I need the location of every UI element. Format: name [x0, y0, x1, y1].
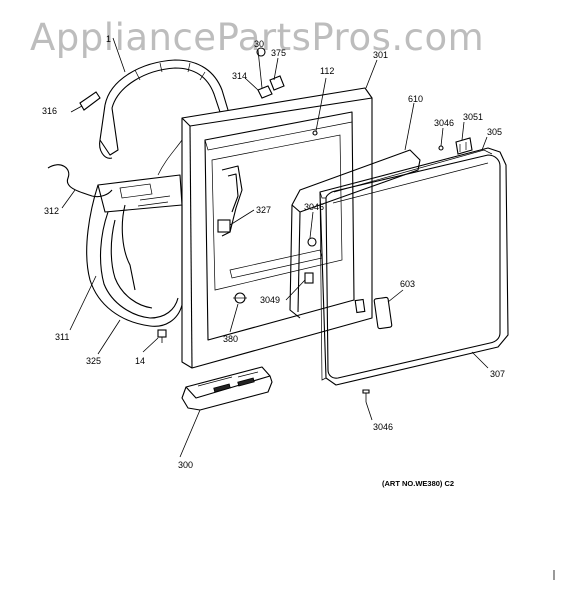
label-1: 1	[106, 34, 111, 44]
door-trim-part	[333, 149, 493, 193]
hinge-small-parts	[438, 137, 473, 155]
label-3046-mid: 3046	[304, 202, 324, 212]
leader-lines	[61, 37, 489, 458]
bulkhead-ring-part	[99, 59, 229, 159]
label-30: 30	[254, 39, 264, 49]
art-number: (ART NO.WE380) C2	[382, 479, 454, 488]
front-bulkhead-part	[86, 174, 183, 327]
door-hinge-part	[304, 237, 317, 284]
label-325: 325	[86, 356, 101, 366]
label-380: 380	[223, 334, 238, 344]
label-316: 316	[42, 106, 57, 116]
label-3046-top: 3046	[434, 118, 454, 128]
label-14: 14	[135, 356, 145, 366]
door-switch-part	[233, 292, 247, 304]
label-305: 305	[487, 127, 502, 137]
label-3049: 3049	[260, 295, 280, 305]
door-gasket-part	[289, 149, 421, 319]
label-300: 300	[178, 460, 193, 470]
label-307: 307	[490, 369, 505, 379]
label-3051: 3051	[463, 112, 483, 122]
label-603: 603	[400, 279, 415, 289]
door-switch-small-parts	[256, 47, 285, 99]
felt-seal-part	[47, 139, 183, 198]
label-314: 314	[232, 71, 247, 81]
label-301: 301	[373, 50, 388, 60]
front-panel-part	[181, 87, 373, 369]
handle-tray-part	[181, 366, 273, 411]
screw-14-part	[157, 329, 167, 343]
label-311: 311	[55, 332, 69, 342]
screw-3046-bottom-part	[362, 389, 370, 402]
label-3046-bot: 3046	[373, 422, 393, 432]
label-112: 112	[320, 66, 334, 76]
label-610: 610	[408, 94, 423, 104]
label-327: 327	[256, 205, 271, 215]
door-assembly-part	[319, 147, 509, 386]
felt-strip-part	[79, 91, 101, 111]
label-312: 312	[44, 206, 59, 216]
part-labels: 1 30 375 314 316 112 301 610 3046 3051 3…	[42, 34, 505, 488]
label-375: 375	[271, 48, 286, 58]
